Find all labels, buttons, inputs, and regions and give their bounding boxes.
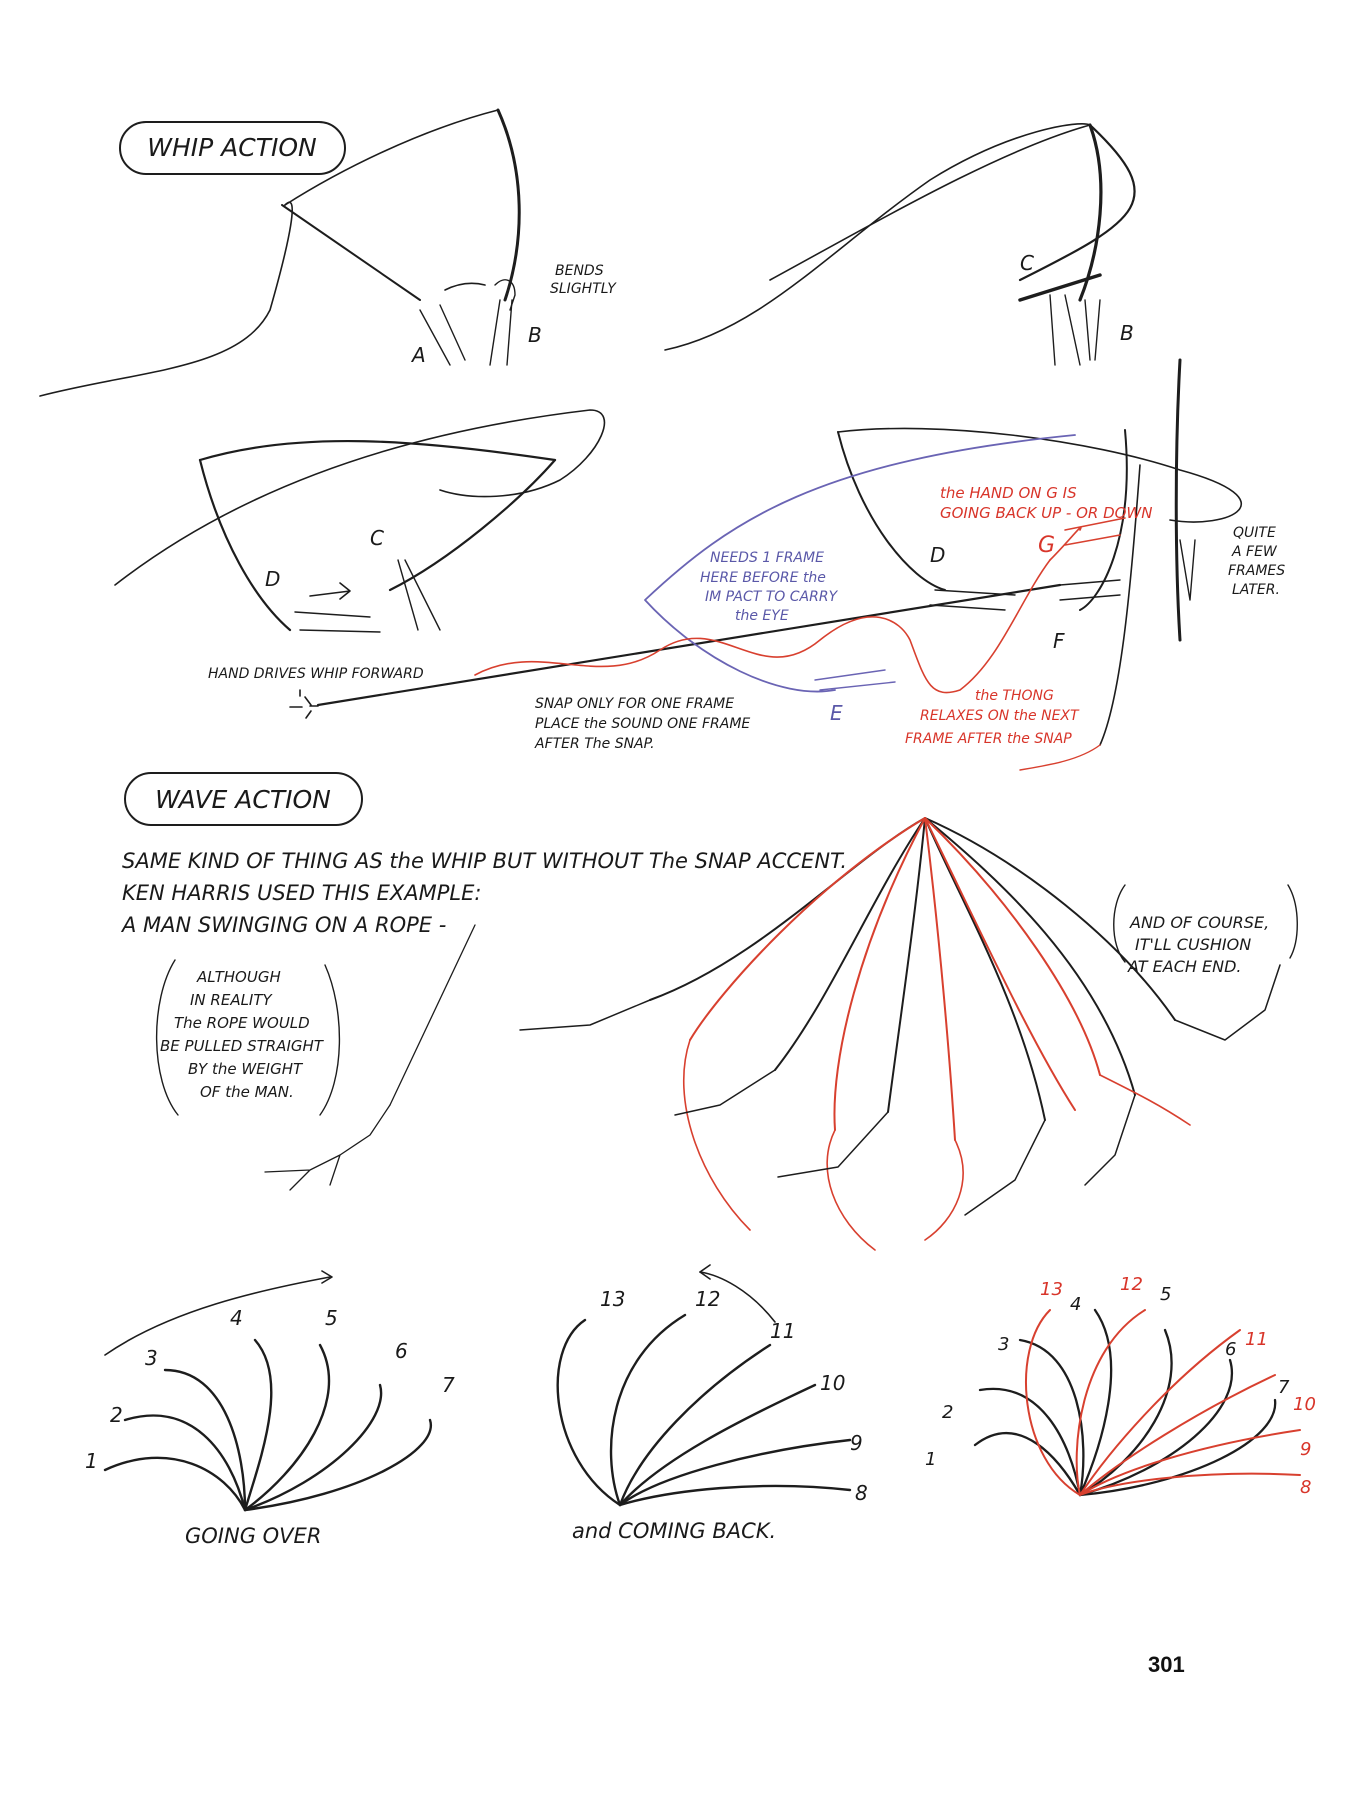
back-number-9: 9 (850, 1431, 863, 1455)
combo-red-8: 8 (1300, 1477, 1311, 1498)
back-number-13: 13 (600, 1287, 625, 1311)
snap-line-1: SNAP ONLY FOR ONE FRAME (535, 696, 734, 712)
although-line-3: The ROPE WOULD (174, 1014, 310, 1032)
hand-on-g-line-2: GOING BACK UP - OR DOWN (940, 504, 1152, 522)
combo-red-13: 13 (1040, 1279, 1063, 1300)
whip-label-c2: C (1020, 251, 1034, 275)
whip-label-b1: B (528, 323, 542, 347)
combo-black-3: 3 (998, 1334, 1009, 1355)
course-line-3: AT EACH END. (1127, 957, 1241, 976)
whip-panel-4: NEEDS 1 FRAME HERE BEFORE the IM PACT TO… (316, 358, 1285, 771)
quite-few-line-4: LATER. (1232, 582, 1280, 598)
over-number-4: 4 (230, 1306, 243, 1330)
back-number-11: 11 (770, 1319, 795, 1343)
red-thong-wave (474, 559, 1051, 694)
wave-desc-line-2: KEN HARRIS USED THIS EXAMPLE: (122, 881, 481, 905)
back-number-10: 10 (820, 1371, 845, 1395)
whip-label-d2: D (930, 543, 945, 567)
combo-black-1: 1 (925, 1449, 936, 1470)
although-line-5: BY the WEIGHT (188, 1060, 304, 1078)
combo-red-12: 12 (1120, 1274, 1143, 1295)
going-over-label: GOING OVER (185, 1524, 321, 1548)
whip-title-bubble (119, 121, 346, 175)
needs-frame-line-3: IM PACT TO CARRY (705, 589, 839, 605)
needs-frame-line-4: the EYE (735, 608, 789, 624)
wave-title-bubble (124, 772, 363, 826)
snap-line-2: PLACE the SOUND ONE FRAME (535, 716, 750, 732)
over-number-1: 1 (85, 1449, 98, 1473)
back-number-8: 8 (855, 1481, 868, 1505)
quite-few-line-3: FRAMES (1228, 563, 1285, 579)
page-number: 301 (1148, 1652, 1185, 1677)
over-number-7: 7 (442, 1373, 455, 1397)
whip-panel-1: BENDS SLIGHTLY A B (39, 108, 617, 397)
back-number-12: 12 (695, 1287, 720, 1311)
although-line-2: IN REALITY (190, 991, 274, 1009)
combo-black-4: 4 (1070, 1294, 1081, 1315)
course-line-1: AND OF COURSE, (1129, 913, 1269, 932)
combo-black-5: 5 (1160, 1284, 1171, 1305)
whip-label-g: G (1038, 533, 1055, 558)
bends-label-line-1: BENDS (555, 263, 604, 279)
combo-red-9: 9 (1300, 1439, 1311, 1460)
combo-black-6: 6 (1225, 1339, 1236, 1360)
hand-on-g-line-1: the HAND ON G IS (940, 484, 1077, 502)
thong-line-1: the THONG (975, 688, 1054, 704)
wave-desc-line-1: SAME KIND OF THING AS the WHIP BUT WITHO… (122, 849, 847, 873)
wave-desc-line-3: A MAN SWINGING ON A ROPE - (120, 913, 446, 937)
combo-black-2: 2 (942, 1402, 953, 1423)
combo-red-11: 11 (1245, 1329, 1268, 1350)
whip-label-f: F (1053, 629, 1065, 653)
whip-panel-2: C B (664, 123, 1136, 366)
needs-frame-line-2: HERE BEFORE the (700, 570, 826, 586)
coming-back-diagram: 13 12 11 10 9 8 and COMING BACK. (556, 1264, 868, 1543)
over-number-2: 2 (110, 1403, 123, 1427)
thong-line-2: RELAXES ON the NEXT (920, 708, 1080, 724)
thong-line-3: FRAME AFTER the SNAP (905, 731, 1072, 747)
over-number-6: 6 (395, 1339, 408, 1363)
quite-few-line-2: A FEW (1231, 544, 1278, 560)
bends-label-line-2: SLIGHTLY (550, 281, 617, 297)
although-line-6: OF the MAN. (200, 1083, 294, 1101)
blue-frame-arc (644, 434, 1076, 693)
course-line-2: IT'LL CUSHION (1135, 935, 1251, 954)
whip-title: WHIP ACTION (147, 133, 317, 162)
whip-label-c1: C (370, 526, 384, 550)
whip-label-e: E (830, 701, 843, 725)
quite-few-line-1: QUITE (1233, 525, 1276, 541)
wave-action-section: WAVE ACTION SAME KIND OF THING AS the WH… (120, 772, 1298, 1251)
combined-diagram: 1 2 3 4 5 6 7 13 12 11 10 9 8 (925, 1274, 1316, 1498)
over-number-3: 3 (145, 1346, 158, 1370)
wave-title: WAVE ACTION (155, 785, 331, 814)
although-line-1: ALTHOUGH (196, 968, 281, 986)
combo-red-10: 10 (1293, 1394, 1316, 1415)
impact-burst-icon (289, 689, 319, 719)
whip-label-a: A (410, 343, 426, 367)
whip-panel-3: C D HAND DRIVES WHIP FORWARD (114, 409, 606, 719)
although-line-4: BE PULLED STRAIGHT (160, 1037, 325, 1055)
whip-label-b2: B (1120, 321, 1134, 345)
going-over-diagram: 1 2 3 4 5 6 7 GOING OVER (85, 1270, 455, 1548)
hand-drives-label: HAND DRIVES WHIP FORWARD (208, 666, 424, 682)
combo-black-7: 7 (1278, 1377, 1290, 1398)
needs-frame-line-1: NEEDS 1 FRAME (710, 550, 824, 566)
snap-line-3: AFTER The SNAP. (534, 736, 655, 752)
over-number-5: 5 (325, 1306, 338, 1330)
coming-back-label: and COMING BACK. (572, 1519, 776, 1543)
whip-label-d1: D (265, 567, 280, 591)
whip-action-section: WHIP ACTION BENDS SLIGHTLY A B C B (39, 108, 1285, 771)
rope-fan-diagram (519, 817, 1281, 1251)
